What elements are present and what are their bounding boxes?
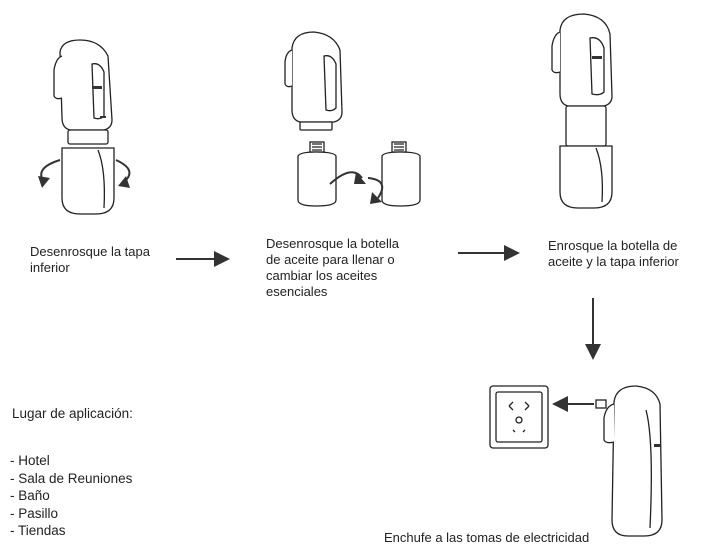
step2-caption: Desenrosque la botella de aceite para ll… bbox=[266, 236, 399, 299]
plug-diffuser-illustration bbox=[595, 385, 663, 537]
wall-socket-illustration bbox=[489, 385, 549, 449]
step1-caption: Desenrosque la tapa inferior bbox=[30, 244, 150, 275]
step3-assembled-illustration bbox=[551, 13, 613, 209]
usage-item-bathroom: - Baño bbox=[10, 488, 50, 503]
usage-item-meeting-room: - Sala de Reuniones bbox=[10, 470, 133, 486]
usage-item-hallway: - Pasillo bbox=[10, 505, 59, 521]
flow-arrow bbox=[176, 245, 601, 412]
step3-caption: Enrosque la botella de aceite y la tapa … bbox=[548, 238, 679, 269]
step2-disassembled-illustration bbox=[284, 31, 421, 207]
usage-title: Lugar de aplicación: bbox=[12, 406, 133, 421]
usage-item-shops: - Tiendas bbox=[10, 523, 66, 538]
rotate-arrows-icon bbox=[329, 171, 384, 199]
usage-item-hotel: - Hotel bbox=[10, 453, 50, 468]
usage-list: - Hotel - Sala de Reuniones - Baño - Pas… bbox=[10, 452, 132, 540]
step1-diffuser-illustration bbox=[53, 39, 115, 215]
step4-caption: Enchufe a las tomas de electricidad bbox=[384, 530, 590, 545]
